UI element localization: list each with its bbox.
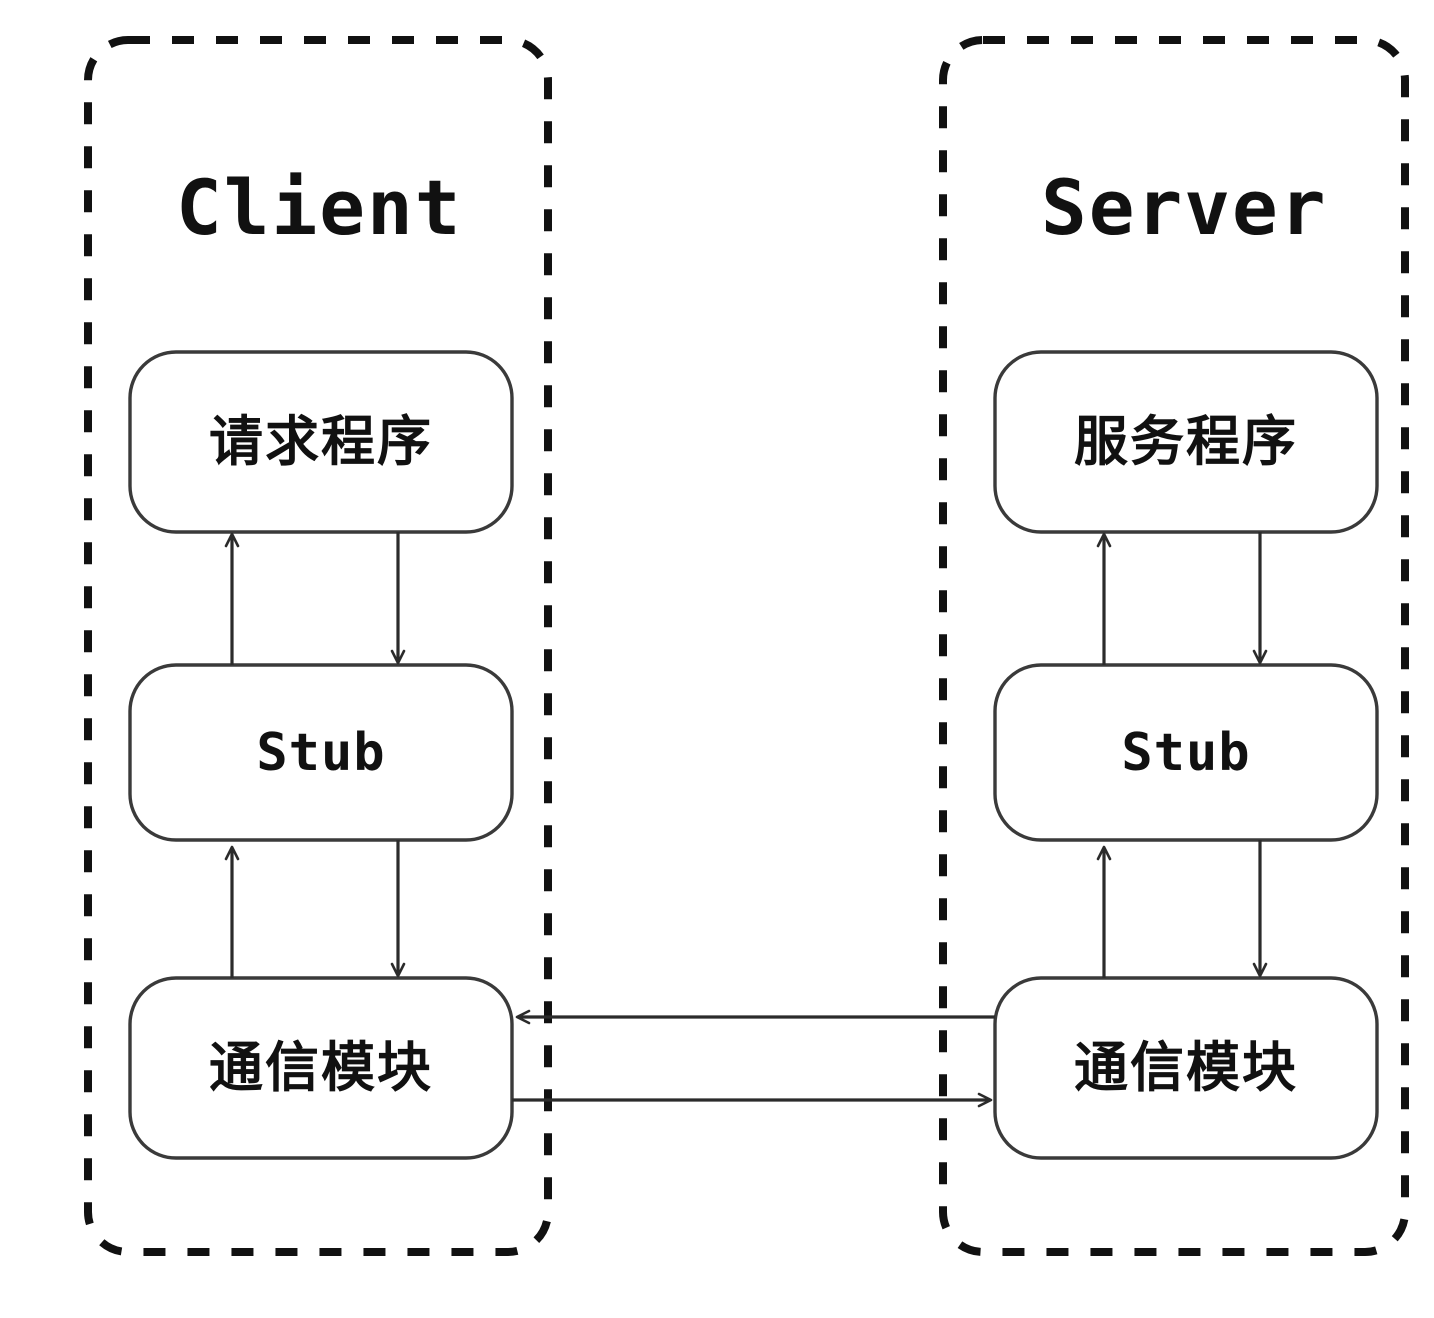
client-stub-label: Stub	[256, 722, 386, 783]
client-stub-box[interactable]	[128, 663, 514, 842]
client-comm-module-label: 通信模块	[209, 1036, 433, 1099]
server-service-program-label: 服务程序	[1074, 410, 1298, 473]
client-request-program-label: 请求程序	[209, 410, 433, 473]
server-stub-label: Stub	[1121, 722, 1251, 783]
server-zone-boundary	[939, 36, 1409, 1256]
server-service-program-box[interactable]	[993, 350, 1379, 534]
client-zone-title: Client	[176, 163, 463, 252]
server-stub-box[interactable]	[993, 663, 1379, 842]
server-comm-module-box[interactable]	[993, 976, 1379, 1160]
client-zone-boundary	[84, 36, 552, 1256]
client-comm-module-box[interactable]	[128, 976, 514, 1160]
server-comm-module-label: 通信模块	[1074, 1036, 1298, 1099]
client-request-program-box[interactable]	[128, 350, 514, 534]
server-zone-title: Server	[1041, 163, 1328, 252]
